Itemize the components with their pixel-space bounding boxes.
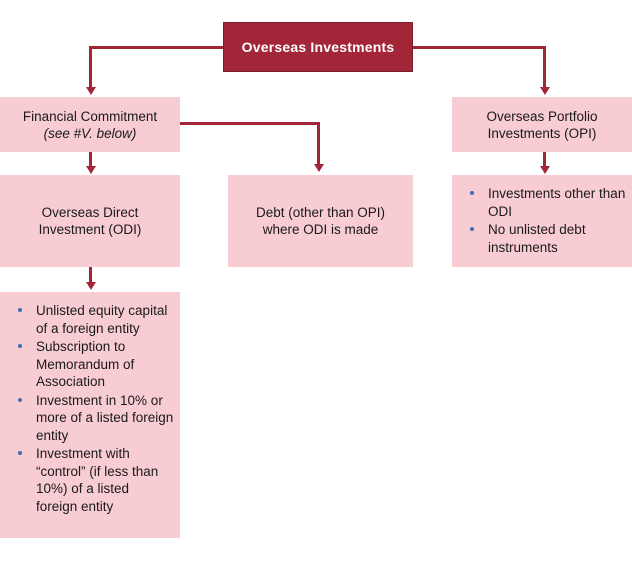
node-debt-line1: Debt (other than OPI) <box>255 205 386 220</box>
odi-bullet-item-label: Unlisted equity capital of a foreign ent… <box>36 303 168 336</box>
connector-root-to-opi-horizontal <box>411 46 546 49</box>
odi-bullet-item-label: Subscription to Memorandum of Associatio… <box>36 339 135 389</box>
connector-financial-commitment-to-debt-horizontal <box>180 122 320 125</box>
connector-financial-commitment-to-odi <box>89 152 92 168</box>
node-financial-commitment-sublabel: (see #V. below) <box>43 125 137 141</box>
odi-bullet-list: Unlisted equity capital of a foreign ent… <box>6 302 174 516</box>
bullet-icon <box>470 191 474 195</box>
arrowhead-opi <box>539 87 550 95</box>
connector-root-to-opi-vertical <box>543 46 546 88</box>
opi-bullet-item-label: No unlisted debt instruments <box>488 222 586 255</box>
odi-bullet-item: Subscription to Memorandum of Associatio… <box>6 338 174 391</box>
bullet-icon <box>18 308 22 312</box>
node-debt[interactable]: Debt (other than OPI) where ODI is made <box>228 175 413 267</box>
node-odi-line2: Investment (ODI) <box>38 222 142 237</box>
node-overseas-portfolio-investments[interactable]: Overseas Portfolio Investments (OPI) <box>452 97 632 152</box>
node-overseas-investments[interactable]: Overseas Investments <box>223 22 413 72</box>
connector-opi-to-opi-bullets <box>543 152 546 168</box>
connector-odi-to-odi-bullets <box>89 267 92 284</box>
bullet-icon <box>18 344 22 348</box>
opi-bullet-item: No unlisted debt instruments <box>458 221 626 256</box>
node-odi-bullets[interactable]: Unlisted equity capital of a foreign ent… <box>0 292 180 538</box>
odi-bullet-item: Investment with “control” (if less than … <box>6 445 174 515</box>
connector-financial-commitment-to-debt-vertical <box>317 122 320 165</box>
opi-bullet-item: Investments other than ODI <box>458 185 626 220</box>
bullet-icon <box>18 451 22 455</box>
arrowhead-odi <box>85 166 96 174</box>
arrowhead-debt <box>313 164 324 172</box>
connector-root-to-financial-commitment-vertical <box>89 46 92 88</box>
node-overseas-investments-label: Overseas Investments <box>241 38 395 55</box>
node-debt-line2: where ODI is made <box>262 222 379 237</box>
odi-bullet-item-label: Investment in 10% or more of a listed fo… <box>36 392 174 443</box>
node-financial-commitment[interactable]: Financial Commitment (see #V. below) <box>0 97 180 152</box>
node-financial-commitment-label: Financial Commitment <box>22 108 158 124</box>
arrowhead-opi-bullets <box>539 166 550 174</box>
arrowhead-odi-bullets <box>85 282 96 290</box>
bullet-icon <box>18 397 22 402</box>
odi-bullet-item: Investment in 10% or more of a listed fo… <box>6 392 174 445</box>
node-opi-line1: Overseas Portfolio <box>486 108 598 124</box>
node-overseas-direct-investment[interactable]: Overseas Direct Investment (ODI) <box>0 175 180 267</box>
odi-bullet-item-label: Investment with “control” (if less than … <box>36 446 159 514</box>
node-opi-line2: Investments (OPI) <box>487 125 597 141</box>
node-odi-line1: Overseas Direct <box>41 205 139 220</box>
opi-bullet-item-label: Investments other than ODI <box>488 186 626 219</box>
bullet-icon <box>470 227 474 231</box>
odi-bullet-item: Unlisted equity capital of a foreign ent… <box>6 302 174 337</box>
connector-root-to-financial-commitment-horizontal <box>89 46 225 49</box>
arrowhead-financial-commitment <box>85 87 96 95</box>
